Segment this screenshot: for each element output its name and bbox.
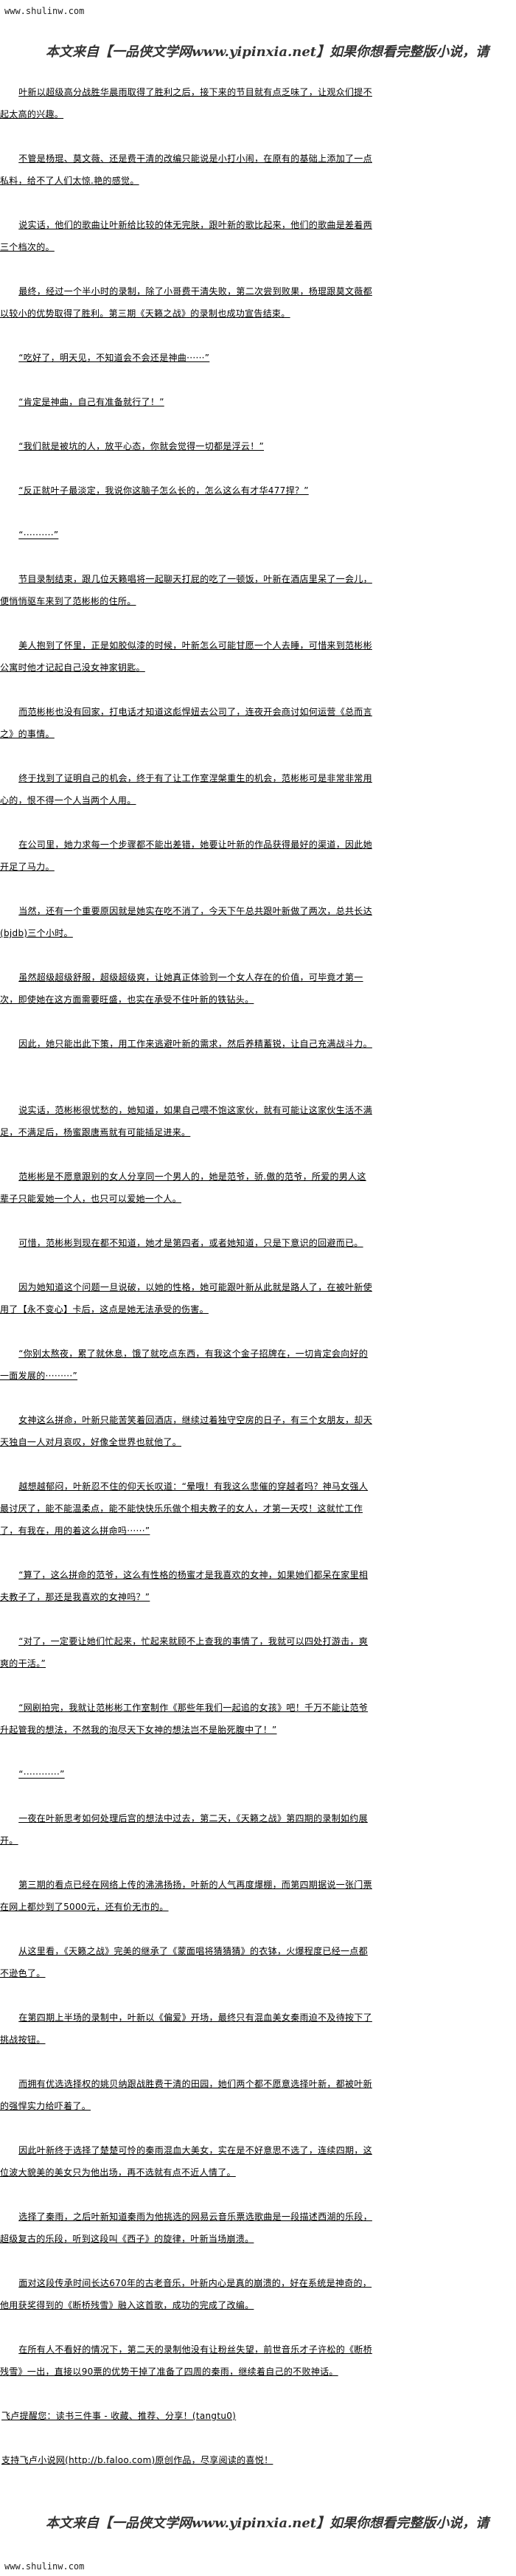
paragraph[interactable]: 虽然超级超级舒服，超级超级爽，让她真正体验到一个女人存在的价值，可毕竟才第一次，… <box>0 972 363 1005</box>
paragraph[interactable]: 在公司里，她力求每一个步骤都不能出差错，她要让叶新的作品获得最好的渠道，因此她开… <box>0 839 372 872</box>
paragraph[interactable]: “对了，一定要让她们忙起来，忙起来就顾不上查我的事情了，我就可以四处打游击，爽爽… <box>0 1636 369 1669</box>
paragraph[interactable]: 终于找到了证明自己的机会，终于有了让工作室涅槃重生的机会，范彬彬可是非常非常用心… <box>0 773 372 806</box>
paragraph[interactable]: “肯定是神曲，自己有准备就行了！” <box>18 397 164 407</box>
paragraph[interactable]: 叶新以超级高分战胜华晨雨取得了胜利之后，接下来的节目就有点乏味了，让观众们提不起… <box>0 87 372 120</box>
paragraph[interactable]: 可惜，范彬彬到现在都不知道，她才是第四者，或者她知道，只是下意识的回避而已。 <box>18 1238 363 1248</box>
paragraph[interactable]: 而拥有优选选择权的姚贝纳跟战胜费干清的田园，她们两个都不愿意选择叶新，都被叶新的… <box>0 2079 372 2111</box>
paragraph[interactable]: “网剧拍完，我就让范彬彬工作室制作《那些年我们一起追的女孩》吧！千万不能让范爷升… <box>0 1703 369 1735</box>
paragraph[interactable]: 最终，经过一个半小时的录制，除了小哥费干清失败，第二次尝到败果，杨琨跟莫文薇都以… <box>0 286 372 319</box>
paragraph[interactable]: 越想越郁闷，叶新忍不住的仰天长叹道：“晕哦！有我这么悲催的穿越者吗？神马女强人最… <box>0 1481 369 1536</box>
paragraph[interactable]: 在所有人不看好的情况下，第二天的录制他没有让粉丝失望，前世音乐才子许松的《断桥残… <box>0 2344 372 2377</box>
site-url-top: www.shulinw.com <box>4 6 85 16</box>
paragraph[interactable]: 说实话，他们的歌曲让叶新给比较的体无完肤，跟叶新的歌比起来，他们的歌曲是差着两三… <box>0 220 372 252</box>
paragraph[interactable]: “吃好了，明天见，不知道会不会还是神曲······” <box>18 353 210 363</box>
paragraph[interactable]: 因此叶新终于选择了楚楚可怜的秦雨混血大美女，实在是不好意思不选了，连续四期，这位… <box>0 2145 372 2178</box>
paragraph[interactable]: “··········” <box>18 530 59 540</box>
paragraph[interactable]: “我们就是被坑的人，放平心态，你就会觉得一切都是浮云！” <box>18 441 265 451</box>
paragraph[interactable]: 而范彬彬也没有回家，打电话才知道这彪悍妞去公司了，连夜开会商讨如何运营《总而言之… <box>0 707 372 739</box>
paragraph[interactable]: 说实话，范彬彬很忧愁的，她知道，如果自己喂不饱这家伙，就有可能让这家伙生活不满足… <box>0 1105 372 1138</box>
paragraph[interactable]: 节目录制结束，跟几位天籁唱将一起聊天打屁的吃了一顿饭，叶新在酒店里呆了一会儿，便… <box>0 574 372 606</box>
paragraph[interactable]: 一夜在叶新思考如何处理后宫的想法中过去，第二天，《天籁之战》第四期的录制如约展开… <box>0 1813 368 1846</box>
paragraph[interactable]: 选择了秦雨，之后叶新知道秦雨为他挑选的网易云音乐票选歌曲是一段描述西湖的乐段，超… <box>0 2212 372 2244</box>
source-banner-bottom: 本文来自【一品侠文学网www.yipinxia.net】如果你想看完整版小说，请 <box>46 2516 489 2531</box>
paragraph[interactable]: 美人抱到了怀里，正是如胶似漆的时候，叶新怎么可能甘愿一个人去睡，可惜来到范彬彬公… <box>0 640 372 673</box>
paragraph[interactable]: 面对这段传承时间长达670年的古老音乐，叶新内心是真的崩溃的，好在系统是神奇的，… <box>0 2278 372 2310</box>
footer-support-link[interactable]: 支持飞卢小说网(http://b.faloo.com)原创作品，尽享阅读的喜悦！ <box>1 2455 273 2465</box>
site-url-bottom: www.shulinw.com <box>4 2561 85 2572</box>
paragraph[interactable]: “你别太熬夜，累了就休息，饿了就吃点东西，有我这个金子招牌在，一切肯定会向好的一… <box>0 1348 369 1381</box>
paragraph[interactable]: 不管是杨琨、莫文薇、还是费干清的改编只能说是小打小闹，在原有的基础上添加了一点私… <box>0 153 372 186</box>
paragraph[interactable]: 在第四期上半场的录制中，叶新以《偏爱》开场，最终只有混血美女秦雨迫不及待按下了挑… <box>0 2012 372 2045</box>
paragraph[interactable]: 范彬彬是不愿意跟别的女人分享同一个男人的，她是范爷，骄.傲的范爷，所爱的男人这辈… <box>0 1171 366 1204</box>
paragraph[interactable]: “反正就叶子最淡定，我说你这脑子怎么长的，怎么这么有才华477捍？” <box>18 485 309 496</box>
footer-reminder-link[interactable]: 飞卢提醒您：读书三件事 - 收藏、推荐、分享！(tangtu0) <box>1 2411 237 2421</box>
paragraph[interactable]: 女神这么拼命，叶新只能苦笑着回酒店，继续过着独守空房的日子，有三个女朋友，却天天… <box>0 1415 372 1447</box>
paragraph[interactable]: “算了，这么拼命的范爷，这么有性格的杨蜜才是我喜欢的女神，如果她们都呆在家里相夫… <box>0 1570 369 1602</box>
paragraph[interactable]: 因此，她只能出此下策，用工作来逃避叶新的需求，然后养精蓄锐，让自己充满战斗力。 <box>18 1039 372 1049</box>
paragraph[interactable]: “············” <box>18 1769 65 1779</box>
paragraph[interactable]: 当然，还有一个重要原因就是她实在吃不消了，今天下午总共跟叶新做了两次，总共长达(… <box>0 906 372 938</box>
chapter-content: 叶新以超级高分战胜华晨雨取得了胜利之后，接下来的节目就有点乏味了，让观众们提不起… <box>0 81 374 2405</box>
source-banner-top: 本文来自【一品侠文学网www.yipinxia.net】如果你想看完整版小说，请 <box>46 44 489 60</box>
paragraph[interactable]: 第三期的看点已经在网络上传的沸沸扬扬，叶新的人气再度爆棚，而第四期据说一张门票在… <box>0 1880 372 1912</box>
paragraph[interactable]: 从这里看，《天籁之战》完美的继承了《蒙面唱将猜猜猜》的衣钵，火爆程度已经一点都不… <box>0 1946 368 1978</box>
paragraph[interactable]: 因为她知道这个问题一旦说破，以她的性格，她可能跟叶新从此就是路人了，在被叶新使用… <box>0 1282 372 1315</box>
